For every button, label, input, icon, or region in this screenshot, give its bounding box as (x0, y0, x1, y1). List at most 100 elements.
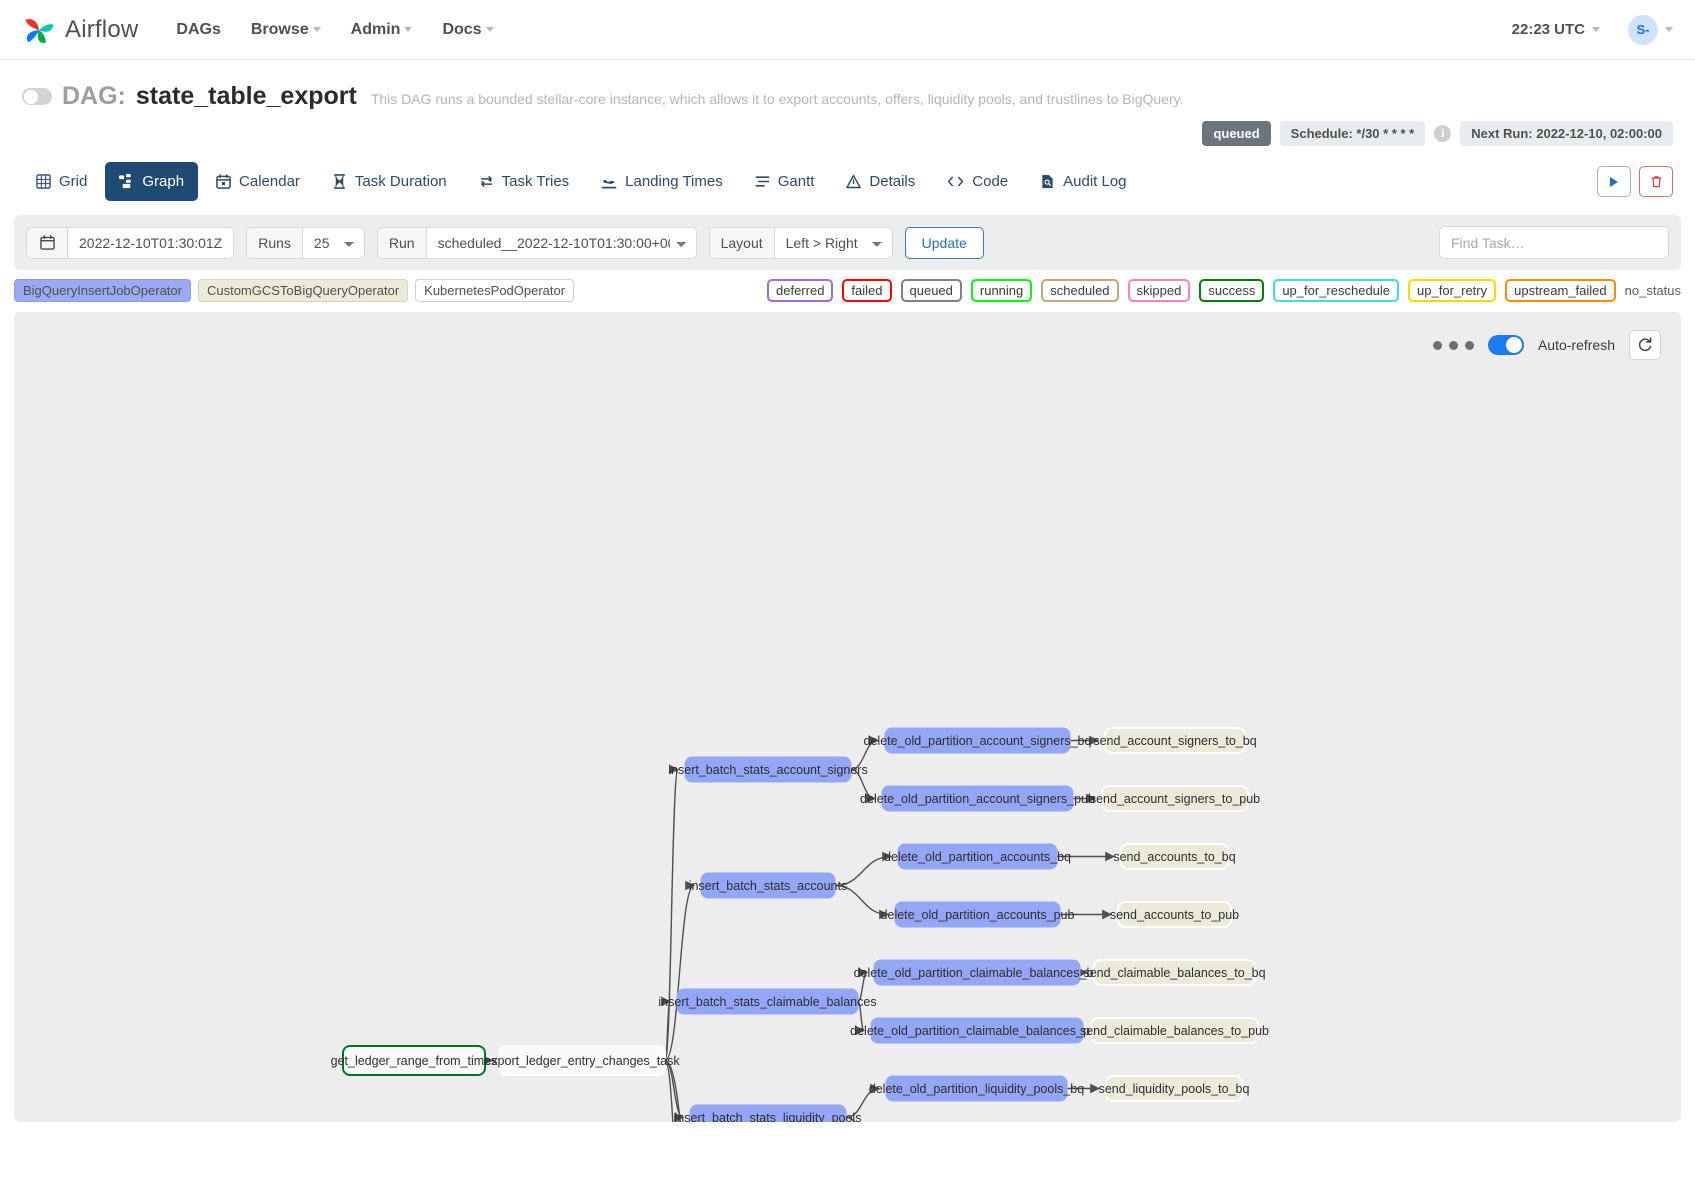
graph-node-delete_old_partition_accounts_bq[interactable]: delete_old_partition_accounts_bq (884, 843, 1071, 870)
tab-gantt[interactable]: Gantt (741, 162, 829, 201)
landing-icon (601, 179, 617, 188)
search-input[interactable] (1439, 226, 1669, 259)
graph-node-label: send_accounts_to_pub (1110, 908, 1239, 922)
graph-node-insert_batch_stats_accounts[interactable]: insert_batch_stats_accounts (689, 872, 847, 899)
status-chip-deferred[interactable]: deferred (767, 279, 834, 302)
graph-node-send_liquidity_pools_to_bq[interactable]: send_liquidity_pools_to_bq (1099, 1075, 1250, 1102)
tab-label: Details (869, 173, 916, 190)
layout-group: Layout Left > RightRight > LeftTop > Bot… (708, 226, 893, 259)
graph-node-send_claimable_balances_to_bq[interactable]: send_claimable_balances_to_bq (1083, 959, 1266, 986)
top-navbar: Airflow DAGs Browse Admin Docs 22:23 UTC… (0, 0, 1695, 60)
graph-edge (834, 884, 889, 920)
graph-node-delete_old_partition_liquidity_pools_bq[interactable]: delete_old_partition_liquidity_pools_bq (869, 1075, 1084, 1102)
status-chip-skipped[interactable]: skipped (1127, 279, 1191, 302)
tab-audit-log[interactable]: Audit Log (1026, 162, 1140, 201)
graph-node-send_accounts_to_pub[interactable]: send_accounts_to_pub (1110, 901, 1239, 928)
nav-item-label: Admin (350, 20, 401, 38)
update-button[interactable]: Update (904, 226, 984, 259)
runs-select[interactable]: 52550100365 (302, 226, 365, 259)
auto-refresh-label: Auto-refresh (1537, 337, 1615, 353)
graph-node-send_claimable_balances_to_pub[interactable]: send_claimable_balances_to_pub (1080, 1017, 1269, 1044)
chevron-down-icon (485, 27, 494, 32)
legend-no-status: no_status (1624, 283, 1681, 298)
graph-node-send_account_signers_to_pub[interactable]: send_account_signers_to_pub (1090, 785, 1260, 812)
three-dots-icon[interactable] (1432, 340, 1474, 350)
status-chip-success[interactable]: success (1199, 279, 1265, 302)
graph-node-get_ledger_range_from_times[interactable]: get_ledger_range_from_times (331, 1045, 498, 1076)
gantt-icon (755, 176, 770, 187)
run-select[interactable]: scheduled__2022-12-10T01:30:00+00:00 (426, 226, 697, 259)
graph-node-label: send_liquidity_pools_to_bq (1099, 1082, 1250, 1096)
graph-node-send_accounts_to_bq[interactable]: send_accounts_to_bq (1113, 843, 1236, 870)
calendar-icon (216, 174, 231, 189)
graph-edge (834, 851, 892, 887)
graph-canvas[interactable]: Auto-refresh get_ledger_range_from_times… (14, 312, 1681, 1122)
tab-task-tries[interactable]: Task Tries (465, 162, 584, 201)
tab-label: Graph (142, 173, 185, 190)
tab-label: Grid (59, 173, 88, 190)
status-chip-scheduled[interactable]: scheduled (1041, 279, 1119, 302)
dag-meta-row: queued Schedule: */30 * * * * i Next Run… (0, 111, 1695, 146)
view-tabs-row: Grid Graph Calendar (0, 146, 1695, 201)
graph-node-insert_batch_stats_claimable_balances[interactable]: insert_batch_stats_claimable_balances (658, 988, 877, 1015)
graph-edge (855, 1000, 865, 1036)
nav-item-dags[interactable]: DAGs (176, 21, 220, 39)
trigger-dag-button[interactable] (1597, 166, 1631, 197)
nav-item-docs[interactable]: Docs (442, 21, 494, 39)
status-chip-running[interactable]: running (970, 279, 1033, 302)
status-chip-upstream_failed[interactable]: upstream_failed (1505, 279, 1616, 302)
graph-edge (850, 735, 879, 771)
auto-refresh-toggle[interactable] (1487, 335, 1524, 355)
graph-node-delete_old_partition_accounts_pub[interactable]: delete_old_partition_accounts_pub (881, 901, 1075, 928)
airflow-logo[interactable]: Airflow (22, 13, 138, 47)
dag-graph[interactable]: get_ledger_range_from_timesexport_ledger… (14, 312, 1681, 1122)
tab-calendar[interactable]: Calendar (202, 162, 314, 201)
graph-node-delete_old_partition_account_signers_bq[interactable]: delete_old_partition_account_signers_bq (864, 727, 1092, 754)
hourglass-icon (333, 174, 345, 189)
nav-item-admin[interactable]: Admin (351, 21, 413, 39)
tab-task-duration[interactable]: Task Duration (318, 162, 461, 201)
refresh-button[interactable] (1629, 330, 1661, 360)
timezone-selector[interactable]: 22:23 UTC (1512, 21, 1600, 38)
graph-node-delete_old_partition_claimable_balances_bq[interactable]: delete_old_partition_claimable_balances_… (854, 959, 1101, 986)
delete-dag-button[interactable] (1639, 166, 1673, 197)
tab-grid[interactable]: Grid (22, 162, 101, 201)
base-date-input[interactable]: 2022-12-10T01:30:01Z (68, 226, 235, 259)
dag-pause-toggle[interactable] (22, 88, 52, 105)
nav-item-browse[interactable]: Browse (251, 21, 321, 39)
graph-edge (664, 1059, 674, 1122)
graph-edges (483, 735, 1115, 1122)
info-icon[interactable]: i (1434, 125, 1452, 142)
status-chip-queued[interactable]: queued (900, 279, 962, 302)
status-chip-up_for_reschedule[interactable]: up_for_reschedule (1273, 279, 1400, 302)
graph-edge (857, 967, 868, 1003)
graph-node-label: send_claimable_balances_to_bq (1083, 966, 1265, 980)
graph-filter-bar: 2022-12-10T01:30:01Z Runs 52550100365 Ru… (14, 215, 1681, 270)
graph-nodes: get_ledger_range_from_timesexport_ledger… (331, 727, 1269, 1122)
status-chip-up_for_retry[interactable]: up_for_retry (1408, 279, 1497, 302)
trash-icon (1651, 176, 1661, 188)
graph-node-delete_old_partition_claimable_balances_pub[interactable]: delete_old_partition_claimable_balances_… (850, 1017, 1104, 1044)
tab-code[interactable]: Code (933, 162, 1022, 201)
tab-graph[interactable]: Graph (105, 162, 199, 201)
user-menu[interactable]: S- (1628, 14, 1673, 45)
page-title: state_table_export (135, 82, 357, 110)
operator-chip-1[interactable]: CustomGCSToBigQueryOperator (197, 279, 409, 302)
tab-label: Code (972, 173, 1009, 190)
graph-node-export_ledger_entry_changes_task[interactable]: export_ledger_entry_changes_task (484, 1045, 680, 1076)
operator-chip-0[interactable]: BigQueryInsertJobOperator (14, 279, 191, 302)
graph-node-label: send_account_signers_to_pub (1090, 792, 1260, 806)
graph-node-send_account_signers_to_bq[interactable]: send_account_signers_to_bq (1093, 727, 1257, 754)
graph-node-label: export_ledger_entry_changes_task (484, 1054, 680, 1068)
code-icon (948, 176, 964, 187)
nav-item-label: DAGs (176, 20, 221, 38)
graph-node-insert_batch_stats_liquidity_pools[interactable]: insert_batch_stats_liquidity_pools (675, 1104, 862, 1122)
tab-landing-times[interactable]: Landing Times (587, 162, 737, 201)
calendar-picker-button[interactable] (26, 226, 68, 259)
tab-details[interactable]: Details (832, 162, 929, 201)
graph-node-delete_old_partition_account_signers_pub[interactable]: delete_old_partition_account_signers_pub (860, 785, 1095, 812)
status-chip-failed[interactable]: failed (842, 279, 892, 302)
layout-select[interactable]: Left > RightRight > LeftTop > BottomBott… (774, 226, 893, 259)
operator-chip-2[interactable]: KubernetesPodOperator (415, 279, 575, 302)
graph-node-insert_batch_stats_account_signers[interactable]: insert_batch_stats_account_signers (668, 756, 868, 783)
